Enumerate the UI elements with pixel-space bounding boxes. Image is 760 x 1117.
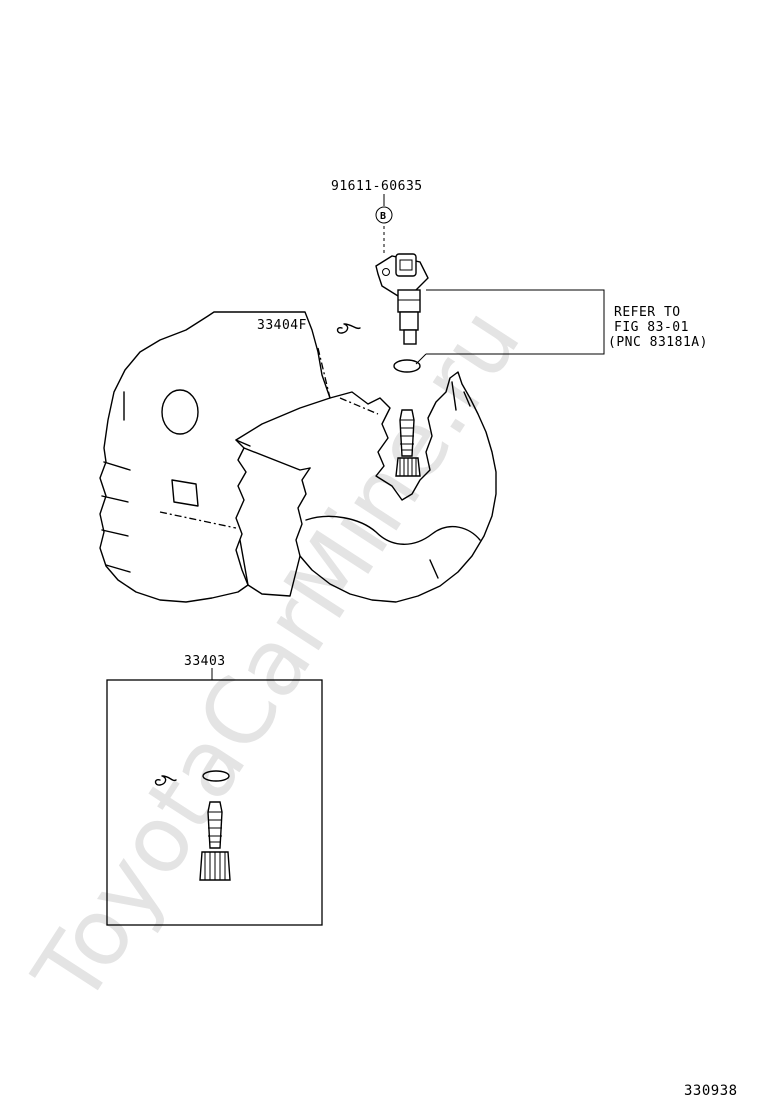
kit-o-ring xyxy=(202,770,230,782)
clip-icon xyxy=(336,323,361,334)
refer-note-line3: (PNC 83181A) xyxy=(608,335,708,350)
transaxle-housing xyxy=(99,311,497,603)
watermark-text: ToyotaCarMine.ru xyxy=(13,290,541,1023)
kit-box xyxy=(106,679,323,926)
bolt-mark-circle xyxy=(375,206,393,224)
kit-clip-icon xyxy=(154,775,177,786)
refer-note-line2: FIG 83-01 xyxy=(614,320,689,335)
sleeve-clip-part-number: 33404F xyxy=(257,318,307,333)
kit-part-number: 33403 xyxy=(184,654,226,669)
driven-gear xyxy=(395,409,421,477)
refer-note-line1: REFER TO xyxy=(614,305,681,320)
figure-id: 330938 xyxy=(684,1083,738,1099)
speed-sensor xyxy=(375,226,429,345)
bolt-mark-letter: B xyxy=(380,211,386,222)
sensor-part-number: 91611-60635 xyxy=(331,179,423,194)
o-ring xyxy=(393,359,421,373)
kit-contents xyxy=(154,770,231,881)
refer-bracket xyxy=(415,289,605,365)
